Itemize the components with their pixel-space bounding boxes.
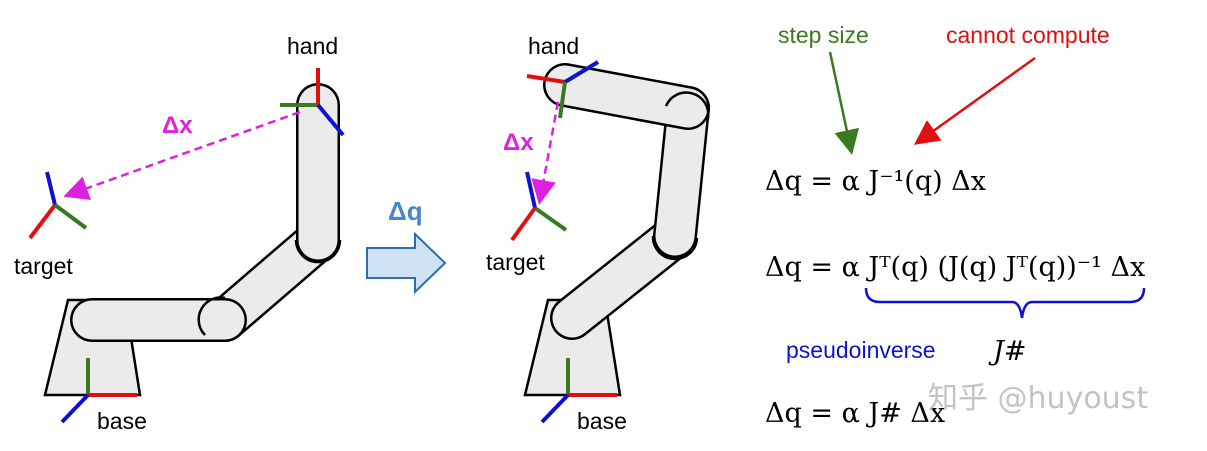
cannot-compute-label: cannot compute (946, 22, 1110, 48)
hand-frame (280, 68, 345, 137)
target-label: target (14, 253, 73, 279)
cannot-compute-arrow (913, 56, 1036, 145)
equation-inverse: Δq = α J⁻¹(q) Δx (765, 166, 986, 197)
step-size-arrow (828, 51, 860, 155)
delta-x-arrow (63, 110, 301, 201)
target-label: target (486, 249, 545, 275)
delta-x-arrow (531, 101, 560, 205)
step-size-label: step size (778, 22, 869, 48)
base-label: base (97, 408, 147, 434)
hand-frame (526, 60, 600, 119)
base-label: base (577, 408, 627, 434)
delta-q-label: Δq (388, 196, 423, 226)
right-robot: hand target base Δx (486, 33, 710, 434)
delta-q-transition: Δq (366, 196, 447, 295)
base-frame (60, 358, 137, 424)
target-frame (510, 171, 568, 242)
delta-x-label: Δx (162, 112, 193, 139)
pseudoinverse-label: pseudoinverse (786, 337, 936, 363)
left-robot: hand target base Δx (14, 33, 345, 434)
hand-label: hand (287, 33, 338, 59)
watermark: 知乎 @huyoust (928, 381, 1148, 416)
underbrace (864, 287, 1146, 319)
block-arrow (366, 231, 447, 295)
delta-x-label: Δx (503, 129, 534, 156)
base-frame (540, 358, 617, 424)
hand-label: hand (528, 33, 579, 59)
pseudoinverse-symbol: J# (988, 336, 1026, 367)
target-frame (28, 171, 88, 240)
equation-pseudoinverse: Δq = α J# Δx (765, 398, 945, 429)
equation-pseudoinverse-expanded: Δq = α Jᵀ(q) (J(q) Jᵀ(q))⁻¹ Δx (765, 252, 1145, 283)
